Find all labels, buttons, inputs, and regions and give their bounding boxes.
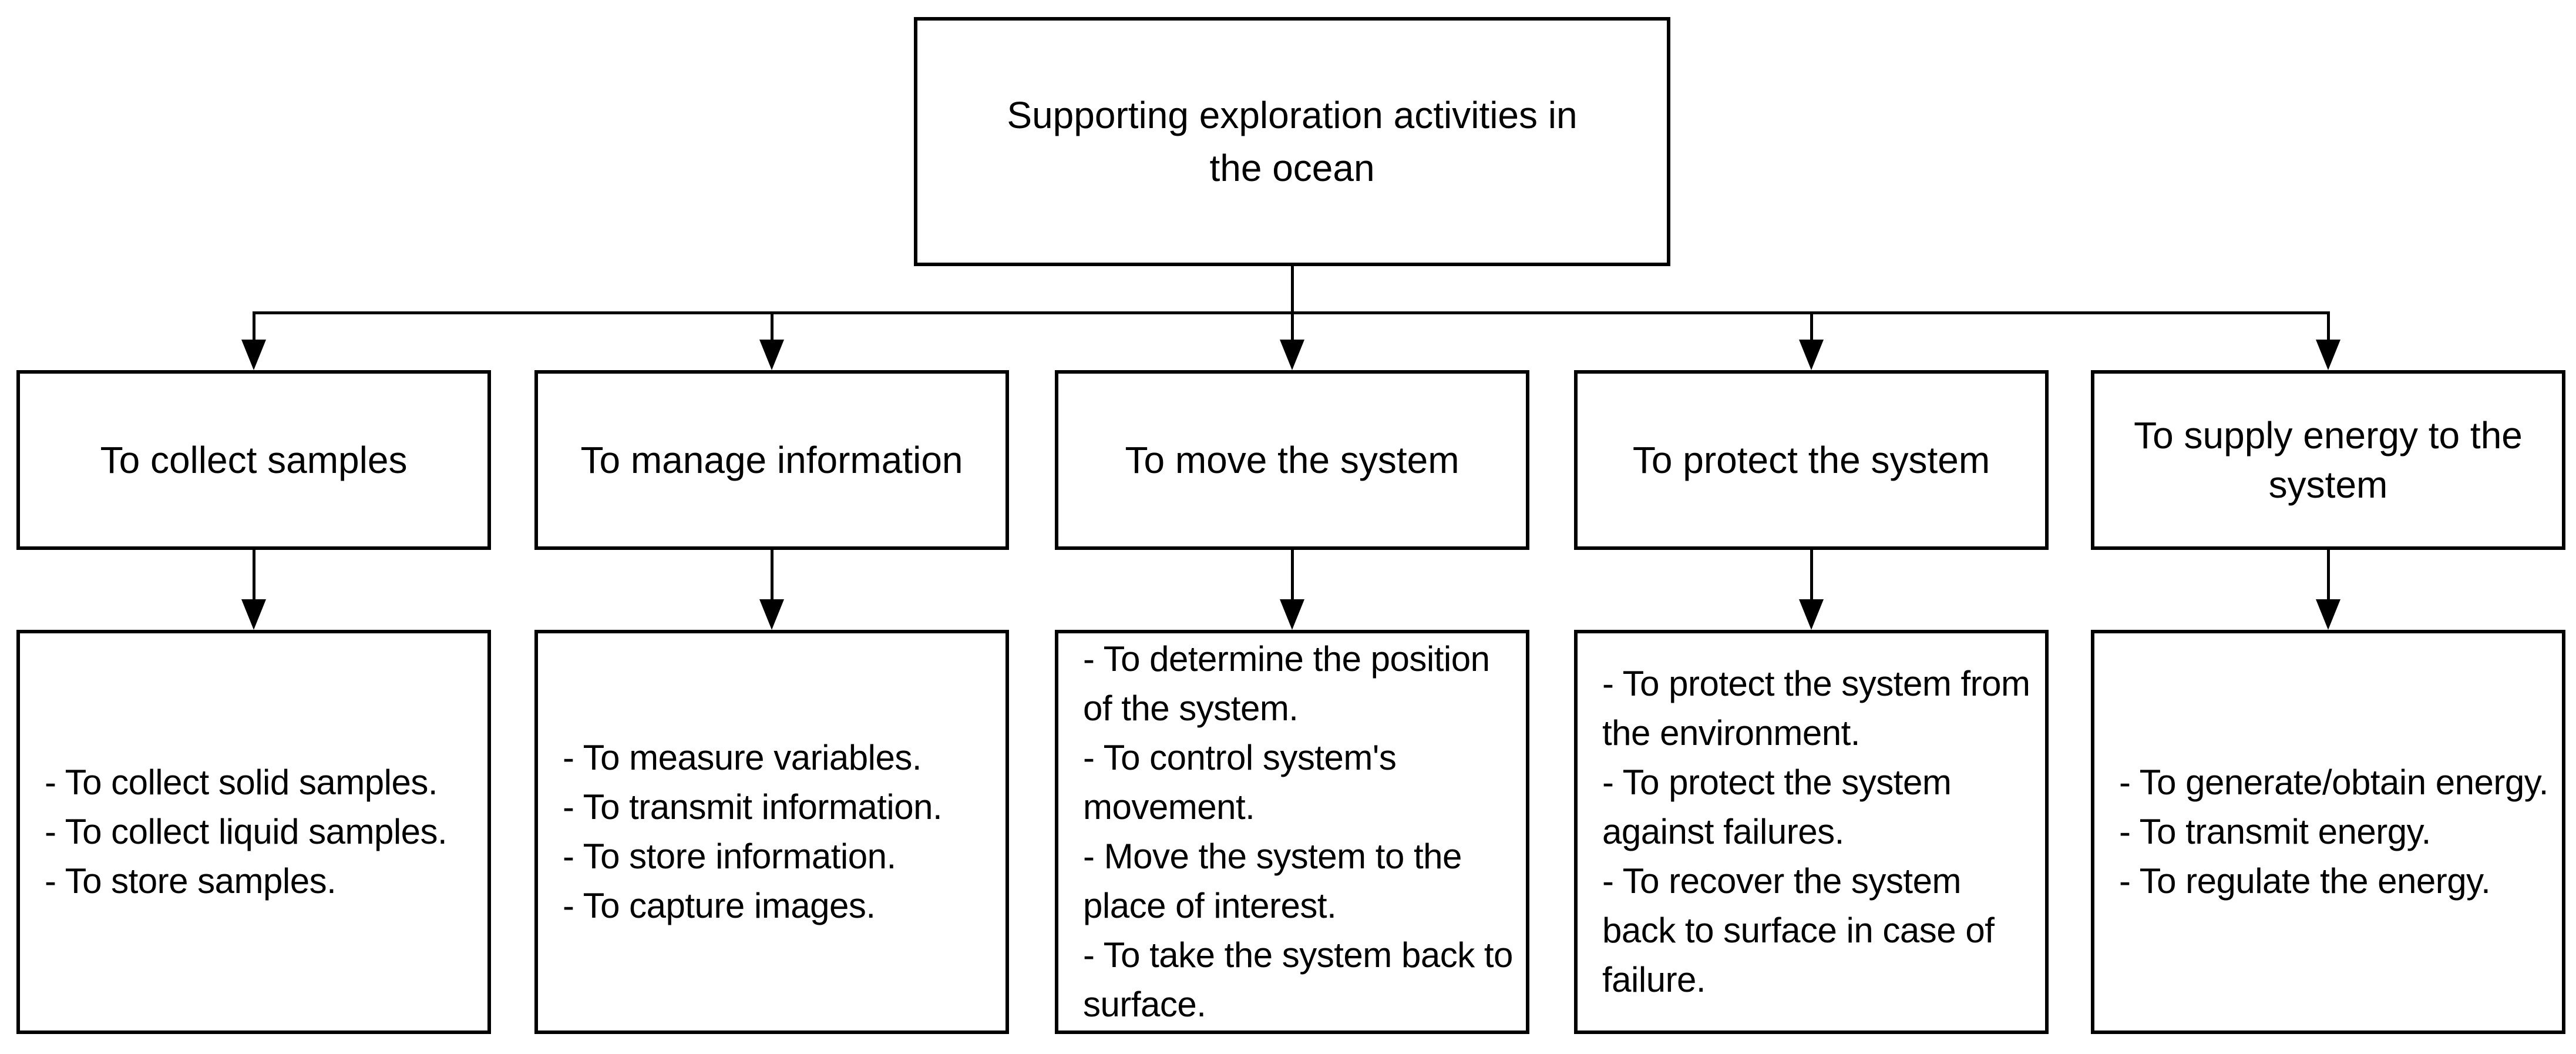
detail-item: - To control system's movement.	[1083, 738, 1397, 827]
detail-item: - To store samples.	[45, 861, 337, 901]
detail-item: - To transmit information.	[563, 787, 943, 827]
branch-detail-box-manage-information: - To measure variables. - To transmit in…	[534, 630, 1009, 1034]
connector-branch-5-detail	[2327, 550, 2330, 600]
detail-item: - To regulate the energy.	[2119, 861, 2491, 901]
connector-branch-2	[771, 311, 774, 341]
branch-title-box-manage-information: To manage information	[534, 370, 1009, 550]
detail-item: - To store information.	[563, 837, 896, 876]
detail-item: - To measure variables.	[563, 738, 922, 777]
branch-title-box-move-system: To move the system	[1055, 370, 1529, 550]
detail-item: - To determine the position of the syste…	[1083, 639, 1490, 728]
connector-branch-5	[2327, 311, 2330, 341]
arrow-down-icon	[2316, 340, 2340, 370]
detail-item: - To protect the system from the environ…	[1602, 664, 2030, 753]
connector-branch-2-detail	[771, 550, 774, 600]
detail-item: - To transmit energy.	[2119, 812, 2431, 851]
detail-item: - To recover the system back to surface …	[1602, 861, 1995, 999]
detail-item: - To collect solid samples.	[45, 763, 438, 802]
branch-title-label: To supply energy to the system	[2134, 414, 2523, 506]
branch-title-label: To protect the system	[1632, 439, 1990, 481]
detail-item: - To collect liquid samples.	[45, 812, 448, 851]
branch-detail-box-collect-samples: - To collect solid samples. - To collect…	[16, 630, 491, 1034]
branch-title-label: To manage information	[580, 439, 963, 481]
detail-item: - To generate/obtain energy.	[2119, 763, 2548, 802]
detail-item: - To capture images.	[563, 886, 876, 925]
connector-branch-4-detail	[1810, 550, 1813, 600]
connector-branch-4	[1810, 311, 1813, 341]
branch-title-label: To collect samples	[100, 439, 408, 481]
connector-branch-3-detail	[1291, 550, 1294, 600]
connector-branch-1-detail	[253, 550, 255, 600]
root-node-box: Supporting exploration activities in the…	[914, 17, 1670, 266]
branch-detail-box-protect-system: - To protect the system from the environ…	[1574, 630, 2049, 1034]
branch-detail-box-supply-energy: - To generate/obtain energy. - To transm…	[2091, 630, 2565, 1034]
detail-item: - To protect the system against failures…	[1602, 763, 1952, 851]
arrow-down-icon	[241, 599, 266, 630]
detail-item: - Move the system to the place of intere…	[1083, 837, 1462, 925]
arrow-down-icon	[759, 340, 784, 370]
arrow-down-icon	[1799, 599, 1824, 630]
connector-branch-1	[253, 311, 255, 341]
branch-title-box-collect-samples: To collect samples	[16, 370, 491, 550]
arrow-down-icon	[241, 340, 266, 370]
branch-title-label: To move the system	[1125, 439, 1459, 481]
arrow-down-icon	[1799, 340, 1824, 370]
connector-root-stem	[1291, 266, 1294, 314]
branch-title-box-protect-system: To protect the system	[1574, 370, 2049, 550]
arrow-down-icon	[1280, 340, 1304, 370]
branch-detail-box-move-system: - To determine the position of the syste…	[1055, 630, 1529, 1034]
arrow-down-icon	[1280, 599, 1304, 630]
branch-title-box-supply-energy: To supply energy to the system	[2091, 370, 2565, 550]
arrow-down-icon	[759, 599, 784, 630]
detail-item: - To take the system back to surface.	[1083, 935, 1513, 1024]
root-node-label: Supporting exploration activities in the…	[1007, 94, 1578, 189]
connector-branch-3	[1291, 311, 1294, 341]
arrow-down-icon	[2316, 599, 2340, 630]
